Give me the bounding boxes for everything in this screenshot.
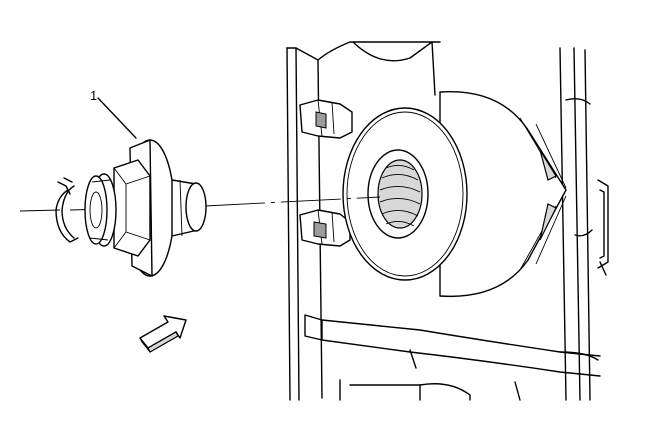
housing-panel [286,41,609,401]
callout-leader [97,97,137,139]
boss-fitting [342,90,567,298]
flange-clip-lower [299,209,351,247]
callout-label: 1 [90,88,98,103]
flange-clip-upper [299,99,353,139]
drain-plug [84,139,207,277]
direction-arrow [139,315,187,353]
retaining-clip [55,177,79,243]
